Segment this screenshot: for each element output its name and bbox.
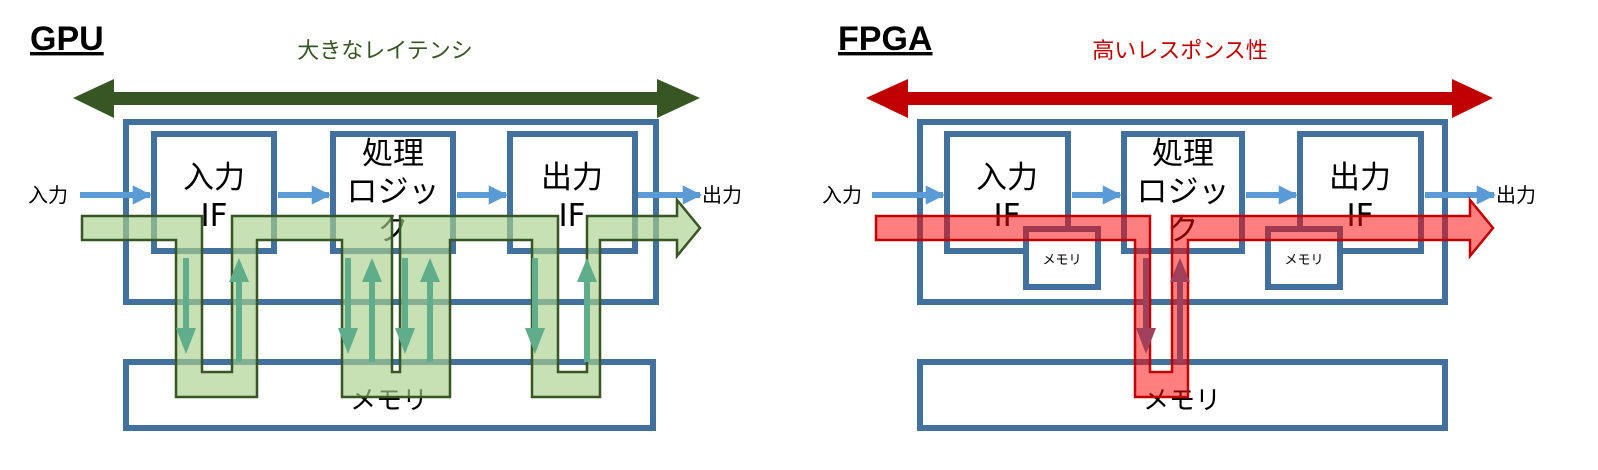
fpga-local-memory-label-1: メモリ bbox=[1042, 253, 1081, 268]
fpga-response-caption: 高いレスポンス性 bbox=[1092, 39, 1268, 64]
gpu-output-label: 出力 bbox=[702, 183, 742, 207]
gpu-latency-caption: 大きなレイテンシ bbox=[297, 39, 473, 64]
gpu-logic-label-2: ロジッ bbox=[347, 174, 440, 210]
gpu-mem-write-arrow-1 bbox=[176, 258, 196, 354]
gpu-logic-label-1: 処理 bbox=[362, 136, 424, 172]
gpu-mem-write-arrow-3 bbox=[395, 258, 415, 354]
fpga-input-if-label-1: 入力 bbox=[976, 160, 1038, 196]
fpga-logic-label-2: ロジッ bbox=[1137, 174, 1230, 210]
fpga-logic-label-1: 処理 bbox=[1152, 136, 1214, 172]
fpga-panel: FPGA 高いレスポンス性 入力 IF 処理 ロジッ ク 出力 IF メモリ メ… bbox=[822, 20, 1536, 431]
gpu-title: GPU bbox=[30, 20, 104, 58]
fpga-memory-up bbox=[1170, 258, 1190, 362]
fpga-response-arrow bbox=[866, 79, 1493, 118]
gpu-mem-read-arrow-3 bbox=[420, 258, 440, 362]
gpu-panel: GPU 大きなレイテンシ 入力 IF 処理 ロジッ ク 出力 IF メモリ 入力… bbox=[28, 20, 742, 431]
gpu-input-label: 入力 bbox=[28, 183, 68, 207]
fpga-output-label: 出力 bbox=[1496, 183, 1536, 207]
fpga-output-if-label-1: 出力 bbox=[1329, 160, 1391, 196]
fpga-data-path bbox=[874, 196, 1495, 399]
gpu-latency-arrow bbox=[73, 79, 700, 118]
fpga-local-memory-label-2: メモリ bbox=[1284, 253, 1323, 268]
gpu-data-path bbox=[80, 196, 702, 399]
gpu-input-if-label-2: IF bbox=[201, 198, 228, 234]
fpga-title: FPGA bbox=[838, 20, 932, 58]
gpu-output-if-label-2: IF bbox=[559, 198, 586, 234]
fpga-memory-access-arrows bbox=[1136, 258, 1190, 362]
gpu-mem-read-arrow-2 bbox=[362, 258, 382, 362]
gpu-memory-access-arrows bbox=[176, 258, 597, 362]
gpu-mem-read-arrow-1 bbox=[229, 258, 249, 362]
gpu-mem-write-arrow-2 bbox=[338, 258, 358, 354]
gpu-mem-read-arrow-4 bbox=[577, 258, 597, 362]
gpu-mem-write-arrow-4 bbox=[525, 258, 545, 354]
gpu-input-if-label-1: 入力 bbox=[183, 160, 245, 196]
gpu-output-if-label-1: 出力 bbox=[541, 160, 603, 196]
fpga-memory-down bbox=[1136, 258, 1156, 354]
fpga-input-label: 入力 bbox=[822, 183, 862, 207]
